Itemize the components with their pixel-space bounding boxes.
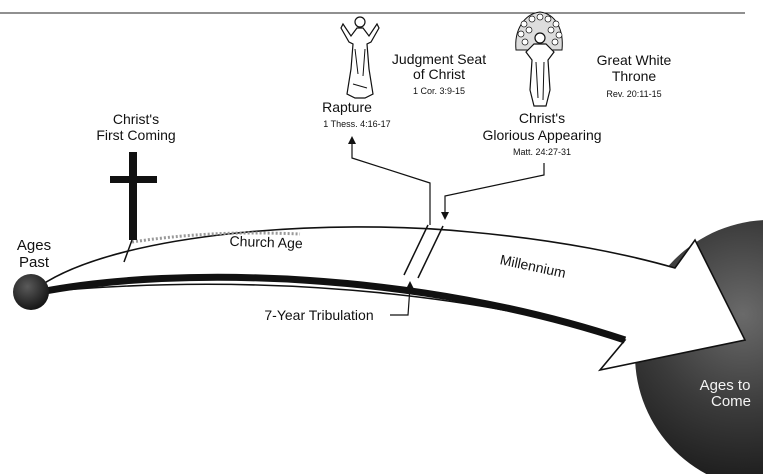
appearing-label-1: Christ's [519,110,565,126]
tribulation-divider-left [403,224,429,276]
throne-label-1: Great White [597,52,672,68]
tribulation-arrowhead [406,281,414,289]
ages-past-sphere [13,274,49,310]
rapture-arrowhead [348,136,356,144]
first-coming-label-1: Christ's [113,111,159,127]
throne-label-2: Throne [612,68,657,84]
ages-to-come-label-2: Come [711,393,751,410]
timeline-arrow [39,226,747,372]
tribulation-connector [390,286,411,316]
cross-icon [110,152,157,240]
appearing-arrowhead [441,212,449,220]
tribulation-label: 7-Year Tribulation [264,307,373,323]
ascending-christ-icon [340,16,380,99]
appearing-label-2: Glorious Appearing [482,127,601,143]
judgment-label-2: of Christ [413,66,465,82]
ages-past-label-1: Ages [17,237,51,254]
rapture-reference: 1 Thess. 4:16-17 [323,119,390,129]
ages-past-label-2: Past [19,254,50,271]
tribulation-divider-right [417,225,444,279]
timeline-shadow-edge [39,273,627,344]
judgment-reference: 1 Cor. 3:9-15 [413,86,465,96]
rapture-connector [351,142,431,225]
first-coming-label-2: First Coming [96,127,175,143]
first-coming-divider [123,239,133,263]
christ-with-saints-icon [515,11,563,107]
appearing-reference: Matt. 24:27-31 [513,147,571,157]
judgment-label-1: Judgment Seat [392,51,486,67]
appearing-connector [444,163,545,214]
throne-reference: Rev. 20:11-15 [606,89,661,99]
ages-to-come-label-1: Ages to [700,377,751,394]
rapture-label: Rapture [322,99,372,115]
church-age-label: Church Age [229,233,303,252]
